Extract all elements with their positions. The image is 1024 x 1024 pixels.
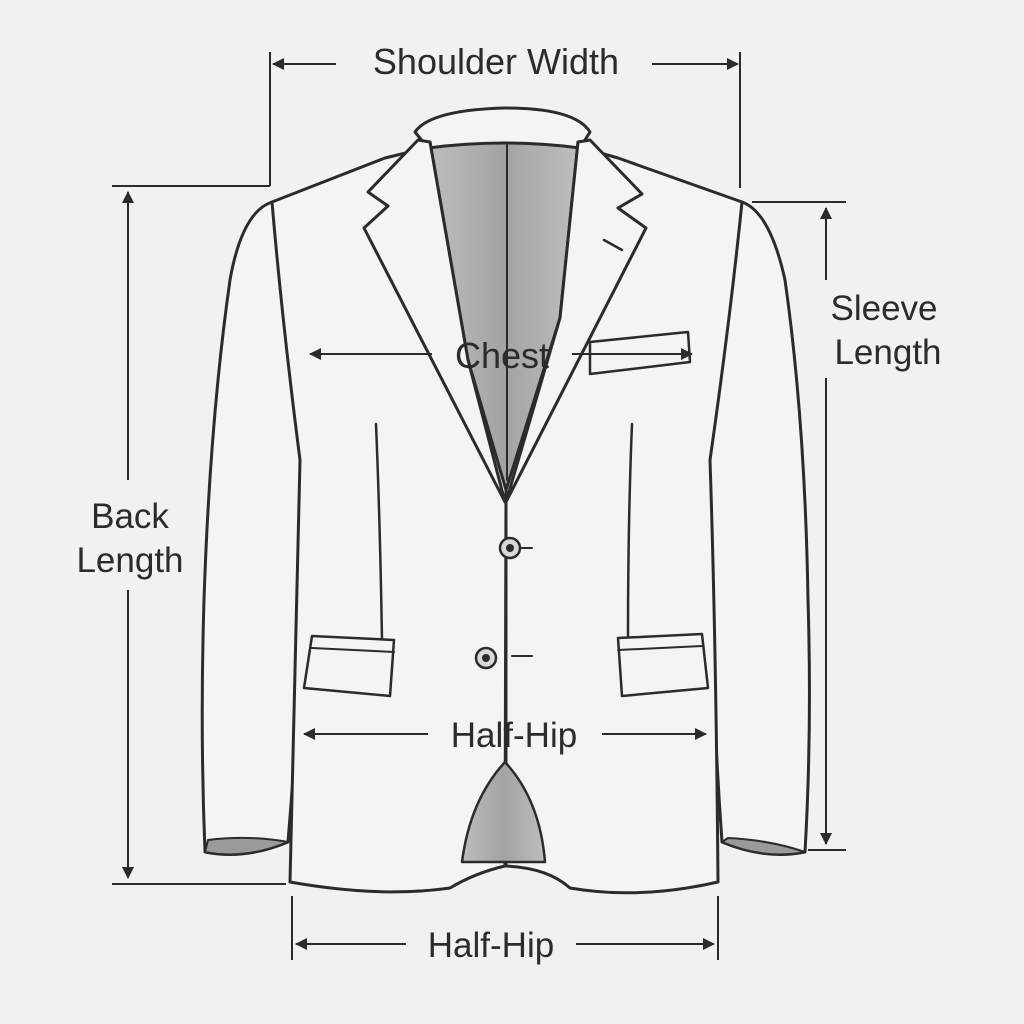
top-button xyxy=(498,536,533,560)
left-dart xyxy=(374,422,384,642)
measurement-lines xyxy=(112,52,846,960)
right-dart xyxy=(626,422,634,642)
left-pocket-flap xyxy=(302,634,396,698)
jacket-bottom-opening xyxy=(460,760,547,864)
right-pocket-flap xyxy=(616,632,710,698)
sleeve-length-label-line1: Sleeve xyxy=(830,289,937,328)
bottom-button xyxy=(474,646,533,670)
jacket-left-cuff xyxy=(204,836,289,856)
jacket-right-lapel xyxy=(504,138,648,504)
jacket-right-cuff xyxy=(721,837,806,856)
shoulder-width-label: Shoulder Width xyxy=(373,41,619,82)
lapel-buttonhole xyxy=(602,238,624,252)
measurement-labels: Shoulder Width Sleeve Length Chest Back … xyxy=(76,41,941,965)
jacket-collar-band xyxy=(413,106,592,150)
back-length-label-line2: Length xyxy=(76,541,183,580)
half-hip-lower-label: Half-Hip xyxy=(428,926,554,965)
jacket-drawing xyxy=(200,106,811,895)
chest-label: Chest xyxy=(455,335,549,376)
back-length-label-line1: Back xyxy=(91,497,169,536)
sleeve-length-label-line2: Length xyxy=(834,333,941,372)
half-hip-upper-label: Half-Hip xyxy=(451,716,577,755)
